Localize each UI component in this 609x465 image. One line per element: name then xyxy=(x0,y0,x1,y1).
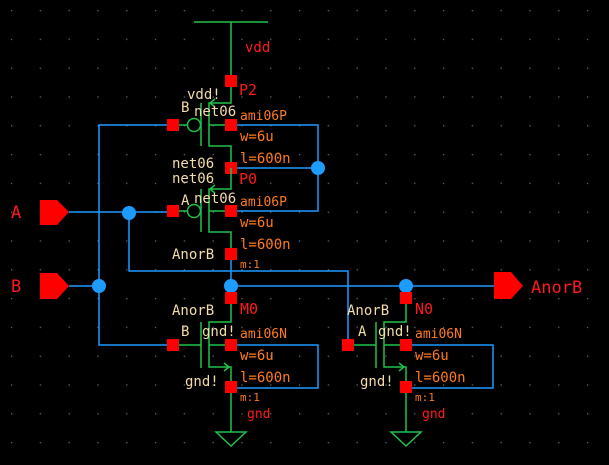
gate-net-label: A xyxy=(181,193,190,209)
drain-net-label: AnorB xyxy=(347,303,389,319)
width-param: w=6u xyxy=(240,129,274,145)
multiplier-param: m:1 xyxy=(415,391,435,404)
instance-name: P0 xyxy=(239,170,257,188)
junction-dot xyxy=(311,161,325,175)
length-param: l=600n xyxy=(240,370,291,386)
model-label: ami06P xyxy=(240,109,287,124)
model-label: ami06N xyxy=(240,327,287,342)
multiplier-param: m:1 xyxy=(240,258,260,271)
junction-dot xyxy=(92,279,106,293)
length-param: l=600n xyxy=(415,370,466,386)
drain-net-label: net06 xyxy=(172,156,214,172)
vdd-label: vdd xyxy=(245,40,270,56)
source-net-label: net06 xyxy=(172,171,214,187)
pmos-p0[interactable]: P0 net06 A ami06P net06 w=6u l=600n Anor… xyxy=(167,168,291,271)
length-param: l=600n xyxy=(240,151,291,167)
multiplier-param: m:1 xyxy=(240,391,260,404)
width-param: w=6u xyxy=(240,348,274,364)
width-param: w=6u xyxy=(415,348,449,364)
source-net-label: gnd! xyxy=(360,374,394,390)
pin-label-b: B xyxy=(11,277,21,297)
model-label: ami06P xyxy=(240,195,287,210)
instance-name: N0 xyxy=(415,300,433,318)
pin-label-anorb: AnorB xyxy=(531,278,582,298)
junction-dot xyxy=(122,206,136,220)
nmos-n0[interactable]: N0 AnorB A gnd! ami06N w=6u l=600n gnd! … xyxy=(342,292,466,448)
pmos-p2[interactable]: P2 vdd! B ami06P net06 w=6u l=600n net06 xyxy=(167,75,291,174)
input-pin-b[interactable]: B xyxy=(11,273,69,299)
gnd-label: gnd xyxy=(422,407,445,422)
gate-net-label: B xyxy=(181,100,189,116)
drain-net-label: AnorB xyxy=(172,247,214,263)
junction-dot xyxy=(399,279,413,293)
source-net-label: gnd! xyxy=(185,374,219,390)
length-param: l=600n xyxy=(240,237,291,253)
gate-net-label: B xyxy=(181,324,189,340)
bulk-net-label: gnd! xyxy=(378,324,412,340)
gnd-label: gnd xyxy=(247,407,270,422)
source-net-label: vdd! xyxy=(187,87,221,103)
width-param: w=6u xyxy=(240,215,274,231)
model-label: ami06N xyxy=(415,327,462,342)
bulk-net-label: gnd! xyxy=(202,324,236,340)
nmos-m0[interactable]: M0 AnorB B gnd! ami06N w=6u l=600n gnd! … xyxy=(167,292,291,448)
bulk-net-label: net06 xyxy=(194,104,236,120)
input-pin-a[interactable]: A xyxy=(11,200,69,225)
output-pin-anorb[interactable]: AnorB xyxy=(494,272,582,299)
vdd-supply[interactable]: vdd xyxy=(194,21,270,81)
junction-dot xyxy=(224,279,238,293)
bulk-net-label: net06 xyxy=(194,191,236,207)
pin-label-a: A xyxy=(11,203,21,223)
gate-net-label: A xyxy=(358,324,367,340)
instance-name: P2 xyxy=(239,81,257,99)
instance-name: M0 xyxy=(240,300,258,318)
drain-net-label: AnorB xyxy=(172,303,214,319)
